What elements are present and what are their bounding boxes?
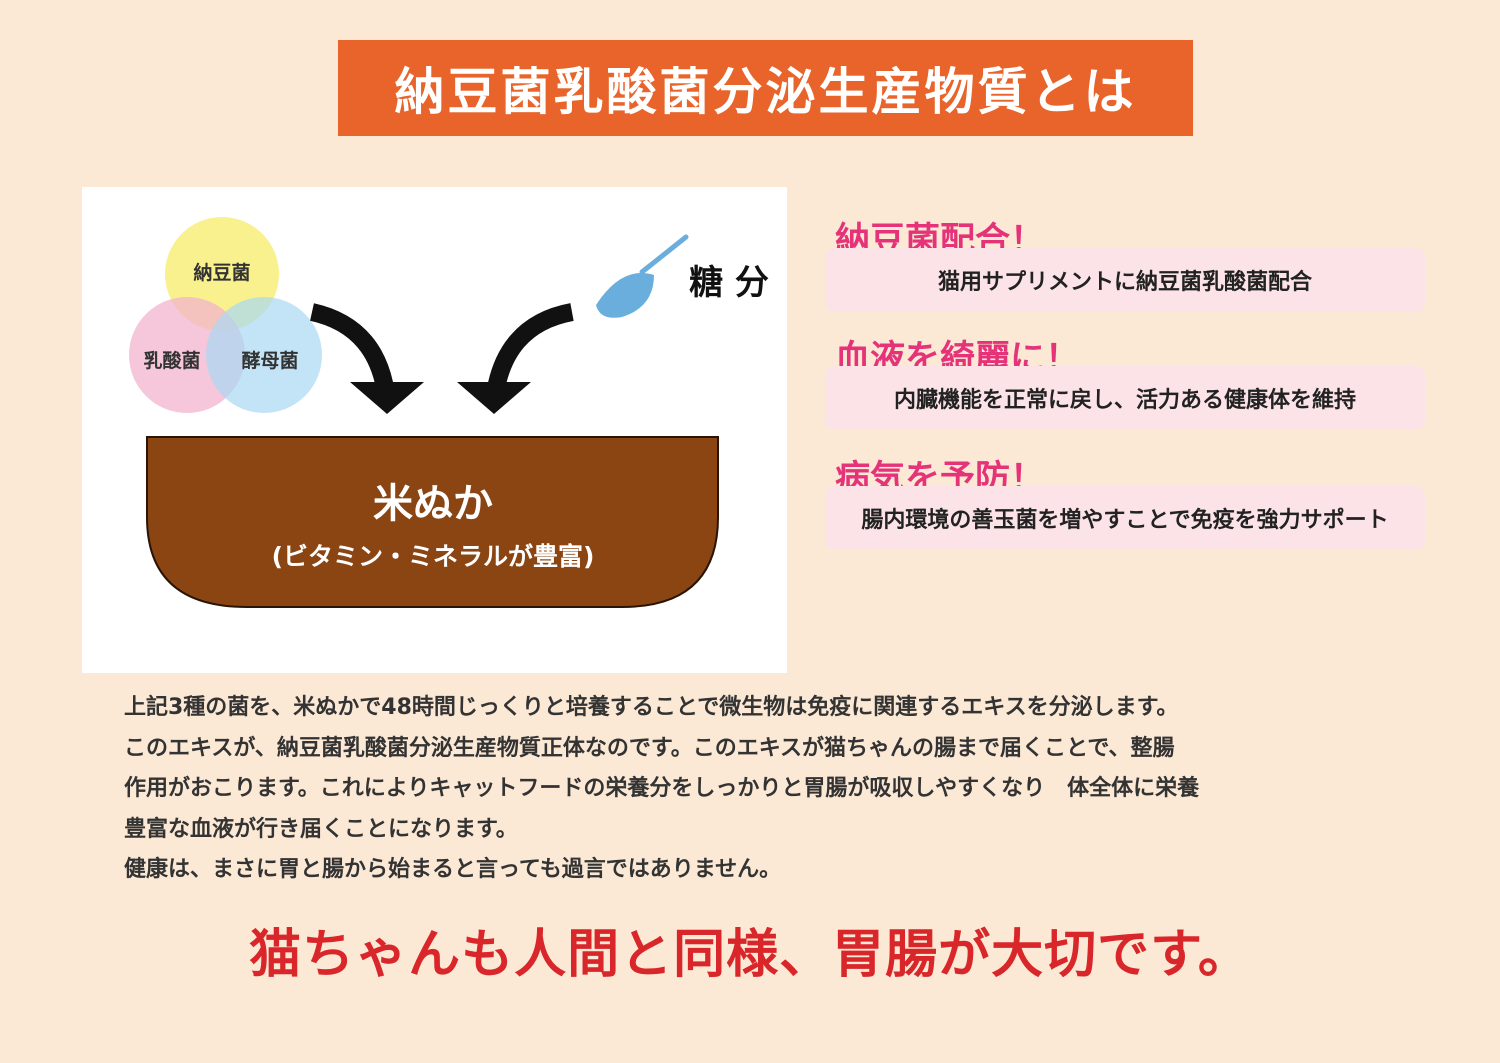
left-arrow-icon [309,303,424,414]
page-title: 納豆菌乳酸菌分泌生産物質とは [394,63,1137,121]
body-text: 上記3種の菌を、米ぬかで48時間じっくりと培養することで微生物は免疫に関連するエ… [124,688,1384,891]
yeast-label: 酵母菌 [241,349,298,372]
body-line: 上記3種の菌を、米ぬかで48時間じっくりと培養することで微生物は免疫に関連するエ… [124,695,1179,720]
natto-label: 納豆菌 [193,261,250,284]
right-arrow-icon [457,303,574,414]
fermentation-diagram: 納豆菌 乳酸菌 酵母菌 糖 分 米ぬか (ビタミン・ミネラルが豊富) [129,217,769,608]
feature-text: 猫用サプリメントに納豆菌乳酸菌配合 [937,270,1312,295]
feature-prevention: 病気を予防！ 腸内環境の善玉菌を増やすことで免疫を強力サポート [825,450,1425,554]
spoon-icon [596,234,689,318]
yeast-circle [206,297,322,413]
feature-text: 腸内環境の善玉菌を増やすことで免疫を強力サポート [861,508,1389,533]
feature-blood: 血液を綺麗に！ 内臓機能を正常に戻し、活力ある健康体を維持 [825,330,1425,434]
feature-text: 内臓機能を正常に戻し、活力ある健康体を維持 [893,388,1356,413]
body-line: 作用がおこります。これによりキャットフードの栄養分をしっかりと胃腸が吸収しやすく… [124,776,1200,801]
feature-box: 猫用サプリメントに納豆菌乳酸菌配合 [825,248,1425,312]
title-banner: 納豆菌乳酸菌分泌生産物質とは [338,40,1193,136]
lactic-label: 乳酸菌 [143,349,200,372]
feature-box: 内臓機能を正常に戻し、活力ある健康体を維持 [825,366,1425,430]
bowl-subtitle: (ビタミン・ミネラルが豊富) [272,542,595,571]
sugar-label: 糖 分 [689,263,769,303]
rice-bran-bowl [146,436,719,608]
diagram-panel: 納豆菌 乳酸菌 酵母菌 糖 分 米ぬか (ビタミン・ミネラルが豊富) [82,187,787,673]
body-line: 健康は、まさに胃と腸から始まると言っても過言ではありません。 [124,857,782,882]
conclusion-text: 猫ちゃんも人間と同様、胃腸が大切です。 [249,925,1251,985]
feature-natto: 納豆菌配合！ 猫用サプリメントに納豆菌乳酸菌配合 [825,212,1425,316]
feature-box: 腸内環境の善玉菌を増やすことで免疫を強力サポート [825,486,1425,550]
bowl-title: 米ぬか [373,481,493,527]
body-line: 豊富な血液が行き届くことになります。 [124,816,518,842]
body-line: このエキスが、納豆菌乳酸菌分泌生産物質正体なのです。このエキスが猫ちゃんの腸まで… [124,735,1175,761]
